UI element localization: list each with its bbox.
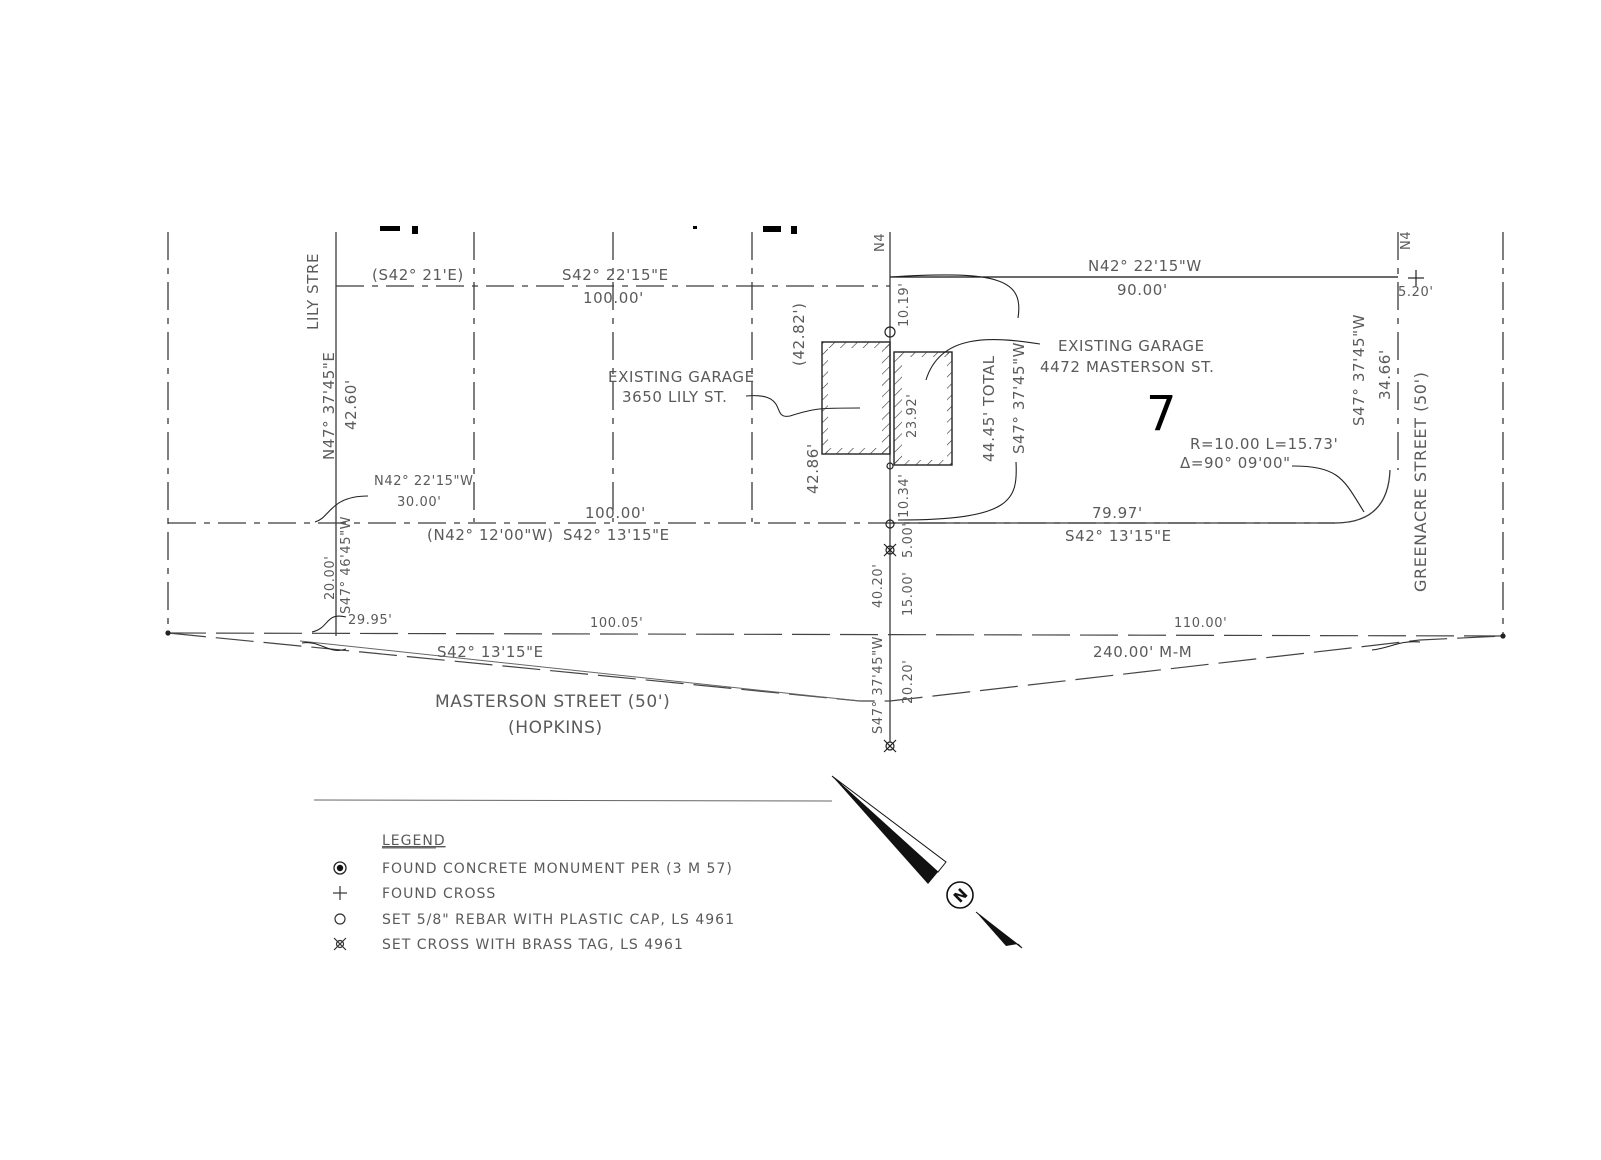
label-garage-mast-1: EXISTING GARAGE — [1058, 337, 1205, 355]
masterson-street-lines — [167, 632, 1504, 702]
label-n42-12w: (N42° 12'00"W) — [427, 526, 554, 544]
legend-item-3: SET 5/8" REBAR WITH PLASTIC CAP, LS 4961 — [382, 912, 735, 928]
label-d100-mid: 100.00' — [585, 504, 646, 522]
label-d29-95: 29.95' — [348, 613, 392, 628]
bottom-row-line — [167, 632, 1504, 637]
label-lily-street: LILY STRE — [304, 253, 322, 330]
label-d15-00: 15.00' — [901, 572, 916, 616]
legend-plus-icon — [333, 886, 347, 900]
label-lot-7: 7 — [1146, 386, 1177, 442]
legend-item-4: SET CROSS WITH BRASS TAG, LS 4961 — [382, 937, 684, 953]
label-d10-19: 10.19' — [897, 283, 912, 327]
label-masterson-2: (HOPKINS) — [508, 718, 603, 738]
legend-open-circle-icon — [334, 913, 346, 925]
label-d5-20: 5.20' — [1398, 285, 1434, 300]
label-d100-top: 100.00' — [583, 289, 644, 307]
legend-separator — [313, 799, 833, 802]
legend: LEGEND FOUND CONCRETE MONUMENT PER (3 M … — [333, 833, 735, 953]
label-n47-3745e: N47° 37'45"E — [320, 352, 338, 460]
leader-lines — [301, 274, 1421, 651]
label-n42-2215w-top: N42° 22'15"W — [1088, 257, 1202, 275]
label-greenacre: GREENACRE STREET (50') — [1411, 372, 1430, 592]
label-s42-1315e-right: S42° 13'15"E — [1065, 527, 1172, 545]
label-curve-2: Δ=90° 09'00" — [1180, 454, 1291, 472]
label-s42-1315e-bottom: S42° 13'15"E — [437, 643, 544, 661]
legend-title: LEGEND — [382, 833, 446, 849]
label-garage-lily-1: EXISTING GARAGE — [608, 368, 755, 386]
label-d34-66: 34.66' — [1376, 349, 1394, 400]
label-d23-92: 23.92' — [905, 394, 920, 438]
label-d44-45-total: 44.45' TOTAL — [980, 355, 998, 462]
label-d42-86: 42.86' — [804, 443, 822, 494]
label-garage-lily-2: 3650 LILY ST. — [622, 388, 728, 406]
label-garage-mast-2: 4472 MASTERSON ST. — [1040, 358, 1215, 376]
label-d10-34: 10.34' — [897, 474, 912, 518]
label-n4-right: N4 — [1399, 231, 1414, 250]
label-curve-1: R=10.00 L=15.73' — [1190, 435, 1338, 453]
label-d240-mm: 240.00' M-M — [1093, 643, 1192, 661]
label-d42-60: 42.60' — [342, 379, 360, 430]
label-n4-mid: N4 — [873, 233, 888, 252]
masterson-south-line — [299, 640, 861, 702]
label-d90: 90.00' — [1117, 281, 1168, 299]
label-n42-2215w-left: N42° 22'15"W — [374, 474, 474, 489]
label-s47-3745w-bottom: S47° 37'45"W — [871, 636, 886, 734]
label-d79-97: 79.97' — [1092, 504, 1143, 522]
legend-cross-tag-icon — [333, 937, 347, 951]
monument-markers — [165, 270, 1506, 753]
label-d20-20: 20.20' — [901, 660, 916, 704]
label-d100-05: 100.05' — [590, 616, 643, 631]
label-masterson-1: MASTERSON STREET (50') — [435, 692, 670, 712]
label-s47-3745w-right: S47° 37'45"W — [1350, 314, 1368, 426]
label-s42-2215e-top: S42° 22'15"E — [562, 266, 669, 284]
label-s42-1315e-mid: S42° 13'15"E — [563, 526, 670, 544]
label-s47-3745w-mid: S47° 37'45"W — [1010, 342, 1028, 454]
clipped-title-remnants — [380, 226, 797, 234]
label-d5-00: 5.00' — [901, 522, 916, 558]
label-d30: 30.00' — [397, 495, 441, 510]
label-s42-21e: (S42° 21'E) — [372, 266, 464, 284]
legend-item-2: FOUND CROSS — [382, 886, 496, 902]
label-d110: 110.00' — [1174, 616, 1227, 631]
greenacre-curve — [1334, 469, 1391, 524]
garage-lily — [821, 341, 891, 455]
north-arrow: N — [831, 775, 1023, 949]
label-d40-20: 40.20' — [871, 564, 886, 608]
legend-item-1: FOUND CONCRETE MONUMENT PER (3 M 57) — [382, 861, 733, 877]
garage-masterson — [893, 351, 953, 466]
legend-filled-circle-icon — [333, 861, 347, 875]
label-s47-4645w: S47° 46'45"W — [339, 516, 354, 614]
label-d42-82: (42.82') — [790, 302, 808, 366]
label-d20-00: 20.00' — [323, 556, 338, 600]
